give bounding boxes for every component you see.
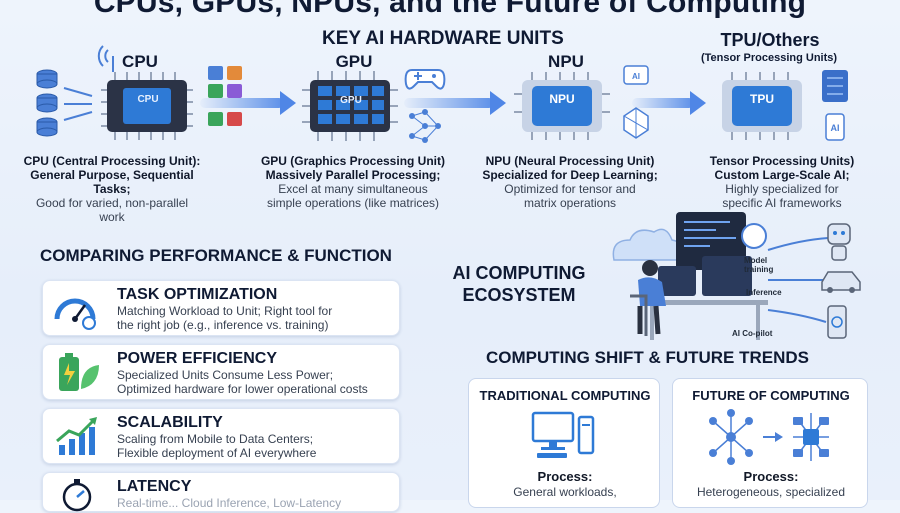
card-scalability: SCALABILITY Scaling from Mobile to Data … (42, 408, 400, 464)
unit-desc-line: Custom Large-Scale AI; (714, 168, 850, 182)
ecosystem-title-line: ECOSYSTEM (462, 285, 576, 305)
unit-desc-line: Optimized for tensor and (504, 182, 636, 196)
traditional-computing-box: TRADITIONAL COMPUTING Process: General w… (468, 378, 660, 508)
unit-desc-cpu: CPU (Central Processing Unit): General P… (12, 154, 212, 224)
unit-label-gpu: GPU (335, 52, 373, 71)
unit-desc-line: work (99, 210, 125, 224)
card-text-line: Optimized hardware for lower operational… (117, 382, 368, 396)
unit-desc-tpu: Tensor Processing Units) Custom Large-Sc… (682, 154, 882, 210)
future-computing-box: FUTURE OF COMPUTING Process: Heterogeneo… (672, 378, 868, 508)
tpu-chip-icon (722, 72, 802, 140)
card-text-line: Scaling from Mobile to Data Centers; (117, 432, 314, 446)
npu-chip-text: NPU (549, 92, 575, 106)
cpu-chip-text: CPU (137, 94, 159, 105)
shift-heading: COMPUTING SHIFT & FUTURE TRENDS (486, 348, 809, 367)
flow-arrow-npu-tpu (632, 98, 694, 108)
arrowhead-icon (690, 91, 706, 115)
unit-desc-line: Specialized for Deep Learning; (482, 168, 658, 182)
signal-icon (97, 45, 114, 72)
traditional-process-text: General workloads, (513, 485, 617, 499)
data-flow-arrows-icon (63, 87, 93, 121)
gpu-chip-icon (302, 71, 398, 141)
ecosystem-label-copilot: AI Co-pilot (732, 329, 773, 338)
unit-desc-line: Highly specialized for (725, 182, 839, 196)
unit-label-npu: NPU (548, 52, 584, 71)
flow-arrow-gpu-npu (404, 98, 494, 108)
card-power-efficiency: POWER EFFICIENCY Specialized Units Consu… (42, 344, 400, 400)
card-title: SCALABILITY (117, 414, 223, 431)
flow-arrow-cpu-gpu (200, 98, 284, 108)
neural-net-icon (409, 109, 441, 143)
unit-desc-npu: NPU (Neural Processing Unit) Specialized… (470, 154, 670, 210)
card-latency: LATENCY Real-time... Cloud Inference, Lo… (42, 472, 400, 512)
stopwatch-icon (62, 479, 92, 512)
future-process-label: Process: (743, 469, 799, 484)
traditional-process-label: Process: (537, 469, 593, 484)
battery-leaf-icon (59, 353, 99, 391)
unit-desc-line: matrix operations (523, 196, 617, 210)
unit-desc-line: Tensor Processing Units) (709, 154, 855, 168)
unit-desc-line: GPU (Graphics Processing Unit) (260, 154, 446, 168)
card-text: Matching Workload to Unit; Right tool fo… (117, 304, 397, 332)
ecosystem-label-inference: Inference (746, 288, 782, 297)
card-task-optimization: TASK OPTIMIZATION Matching Workload to U… (42, 280, 400, 336)
unit-desc-line: Excel at many simultaneous (278, 182, 428, 196)
unit-label-cpu: CPU (122, 52, 158, 71)
unit-desc-line: CPU (Central Processing Unit): (23, 154, 201, 168)
card-text-line: Specialized Units Consume Less Power; (117, 368, 334, 382)
card-text-line: the right job (e.g., inference vs. train… (117, 318, 329, 332)
unit-sublabel-tpu: (Tensor Processing Units) (700, 52, 838, 64)
unit-desc-line: Good for varied, non-parallel (35, 196, 189, 210)
arrowhead-icon (280, 91, 296, 115)
unit-desc-line: simple operations (like matrices) (266, 196, 440, 210)
cpu-chip-icon (101, 72, 193, 140)
ecosystem-label-training: Model training (744, 256, 774, 274)
card-text: Specialized Units Consume Less Power; Op… (117, 368, 399, 396)
unit-desc-line: NPU (Neural Processing Unit) (485, 154, 655, 168)
card-text-line: Real-time... Cloud Inference, Low-Latenc… (117, 496, 342, 510)
server-rack-icon: AI (822, 70, 848, 141)
card-text-line: Matching Workload to Unit; Right tool fo… (117, 304, 333, 318)
database-icon (36, 69, 58, 137)
card-title: TASK OPTIMIZATION (117, 286, 278, 303)
ai-circuit-icon: AI (623, 65, 649, 139)
arrowhead-icon (490, 91, 506, 115)
ecosystem-title: AI COMPUTING ECOSYSTEM (444, 262, 594, 306)
unit-desc-line: General Purpose, Sequential Tasks; (30, 168, 194, 196)
svg-text:AI: AI (831, 123, 840, 133)
card-text-line: Flexible deployment of AI everywhere (117, 446, 317, 460)
unit-desc-line: Massively Parallel Processing; (265, 168, 441, 182)
growth-chart-icon (56, 417, 97, 455)
gauge-icon (54, 298, 96, 330)
ecosystem-illustration (612, 212, 861, 340)
unit-desc-gpu: GPU (Graphics Processing Unit) Massively… (248, 154, 458, 210)
unit-label-tpu: TPU/Others (720, 30, 820, 50)
comparing-heading: COMPARING PERFORMANCE & FUNCTION (40, 246, 392, 265)
heterogeneous-network-icon (709, 409, 829, 465)
tpu-chip-text: TPU (750, 92, 774, 106)
future-process-text: Heterogeneous, specialized (696, 485, 846, 499)
card-title: POWER EFFICIENCY (117, 350, 278, 367)
svg-text:AI: AI (632, 72, 640, 81)
cpu-block (10, 40, 220, 155)
unit-desc-line: specific AI frameworks (722, 196, 842, 210)
gpu-chip-text: GPU (340, 95, 362, 106)
main-title: CPUs, GPUs, NPUs, and the Future of Comp… (93, 0, 807, 19)
key-units-heading: KEY AI HARDWARE UNITS (322, 28, 564, 49)
future-title: FUTURE OF COMPUTING (692, 388, 850, 403)
gamepad-icon (404, 69, 446, 90)
traditional-title: TRADITIONAL COMPUTING (479, 388, 651, 403)
card-text: Scaling from Mobile to Data Centers; Fle… (117, 432, 397, 460)
ecosystem-title-line: AI COMPUTING (452, 263, 586, 283)
apps-grid-icon (208, 66, 242, 126)
desktop-computer-icon (531, 411, 595, 458)
card-title: LATENCY (117, 478, 192, 495)
npu-chip-icon (514, 72, 610, 140)
